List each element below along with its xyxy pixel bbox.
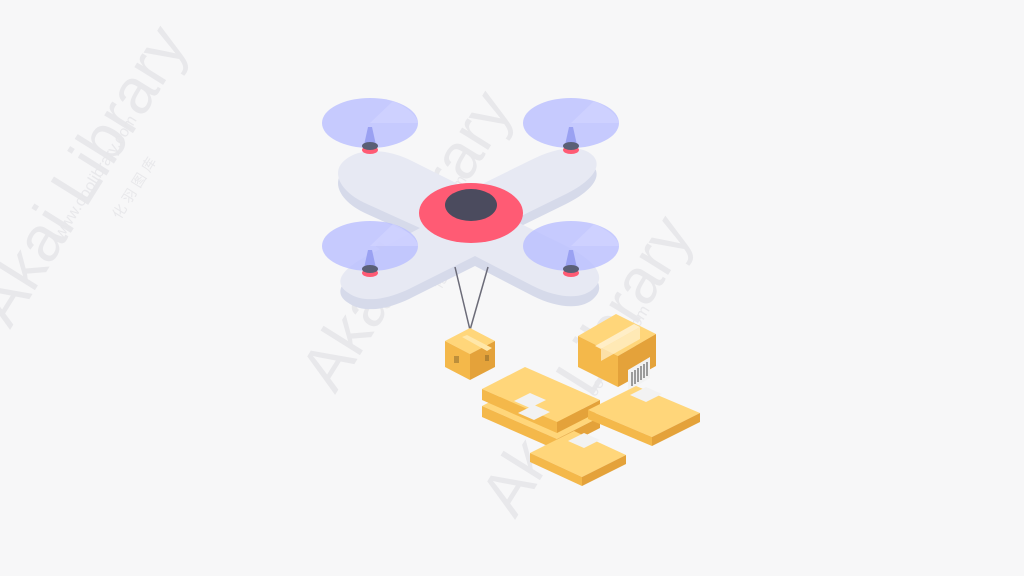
propeller-top-right <box>523 98 619 154</box>
parcel-box-large <box>578 314 656 391</box>
propeller-top-left <box>322 98 418 154</box>
drone-cables <box>454 266 489 331</box>
propeller-bottom-right <box>523 221 619 277</box>
barcode-label <box>628 357 650 391</box>
drone-center-dome <box>445 189 497 221</box>
drone <box>322 98 619 310</box>
propeller-bottom-left <box>322 221 418 277</box>
flat-parcel-stack-left <box>482 367 600 450</box>
hanging-parcel <box>445 328 495 380</box>
flat-parcel-right <box>588 386 700 446</box>
flat-parcel-bottom <box>530 431 626 486</box>
